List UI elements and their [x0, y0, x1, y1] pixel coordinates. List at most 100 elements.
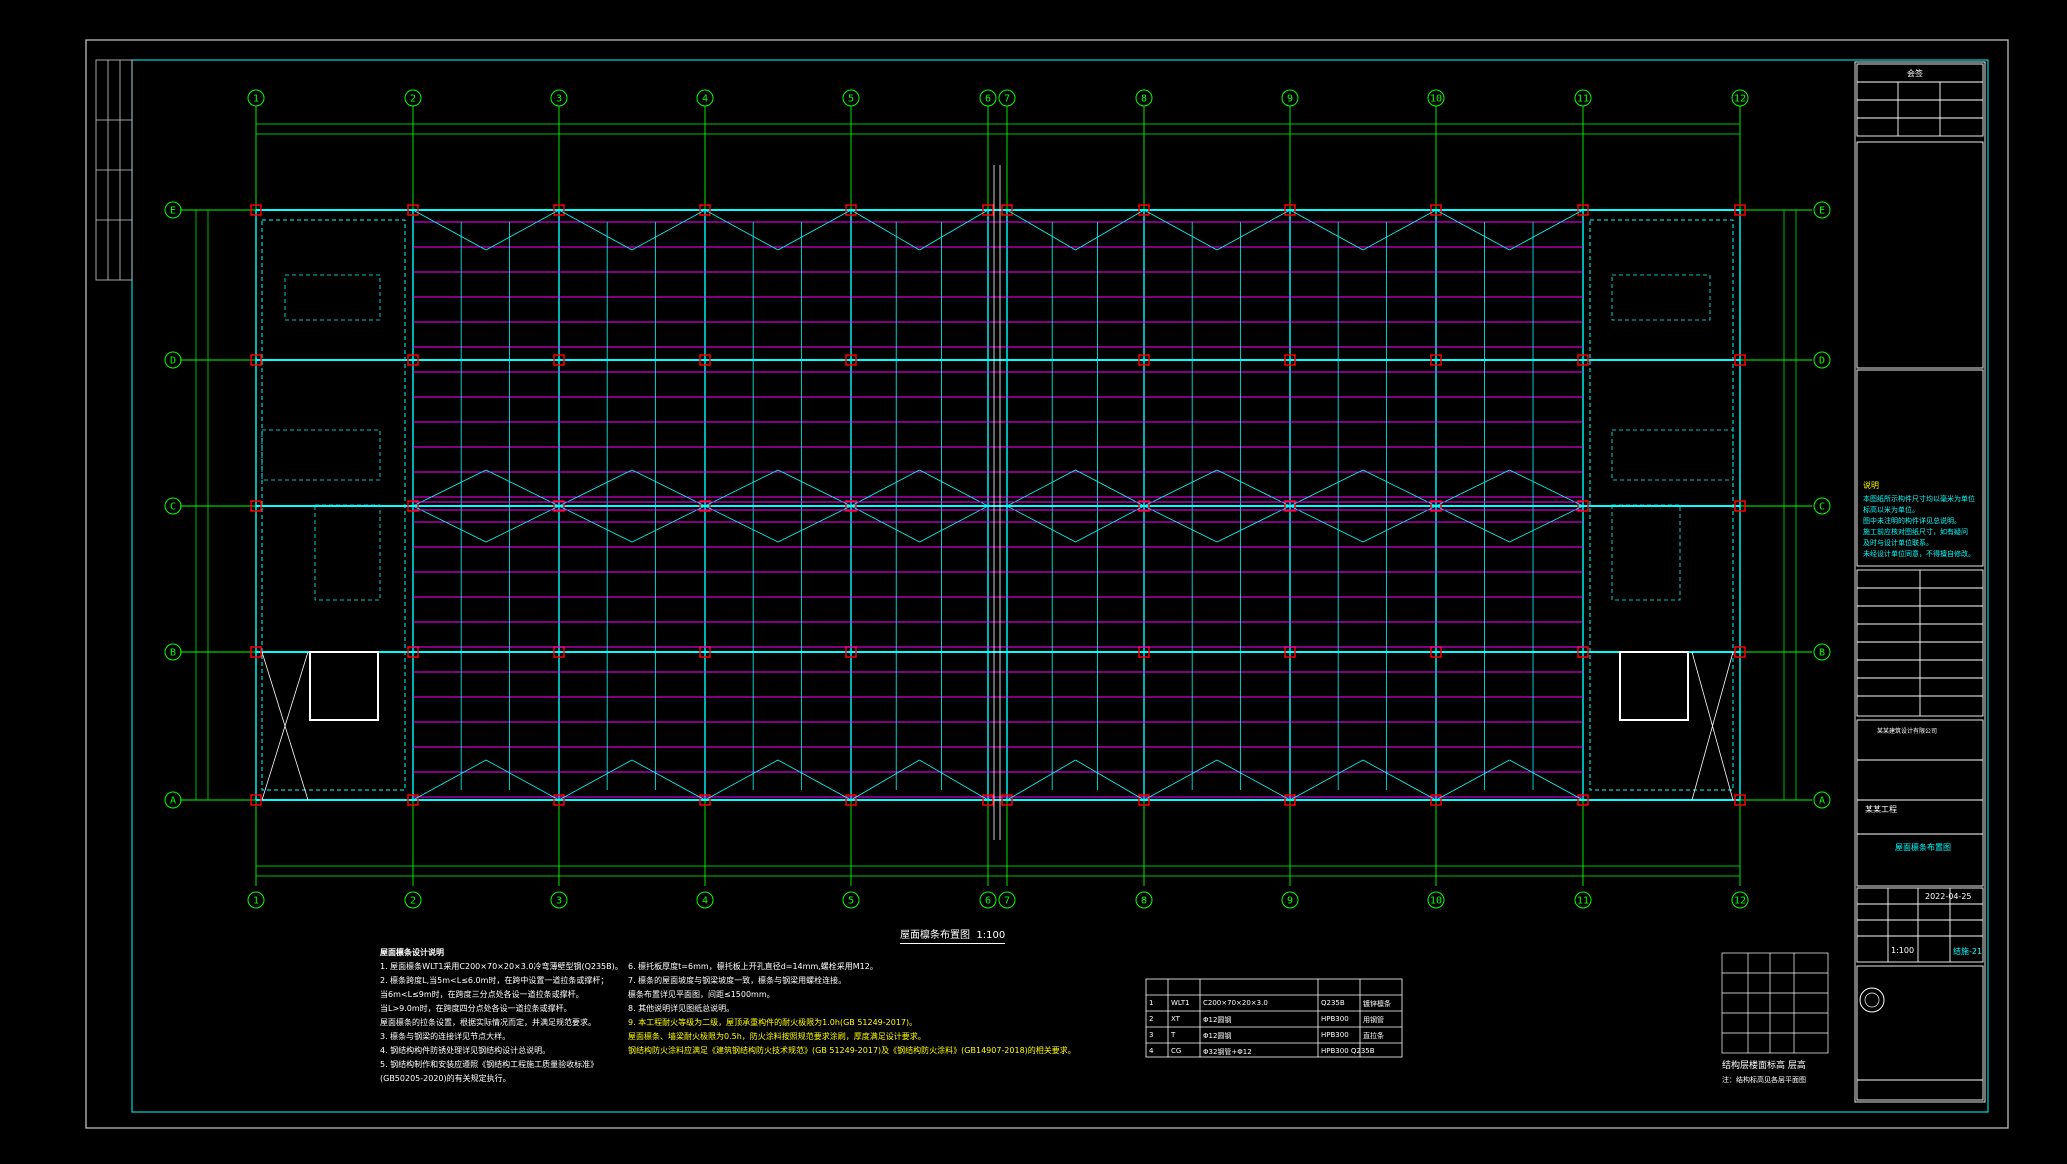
diagonal-tie [1216, 469, 1291, 507]
axis-label-col: 9 [1287, 94, 1293, 105]
diagonal-tie [1289, 759, 1364, 801]
note-line: 图中未注明的构件详见总说明。 [1863, 517, 1961, 525]
steel-column [845, 204, 857, 216]
diagonal-tie [485, 505, 560, 543]
diagonal-tie [631, 469, 706, 507]
axis-bubble-row [164, 791, 182, 809]
axis-bubble-row [164, 351, 182, 369]
note-line: 屋面檩条、墙梁耐火极限为0.5h，防火涂料按照规范要求涂刷，厚度满足设计要求。 [628, 1032, 926, 1041]
diagonal-tie [1435, 505, 1510, 543]
note-line: 标高以米为单位。 [1863, 506, 1919, 514]
title-block-notes: 本图纸所示构件尺寸均以毫米为单位标高以米为单位。图中未注明的构件详见总说明。施工… [1863, 494, 1981, 560]
axis-label-row: E [1819, 206, 1825, 217]
axis-bubble-col [1574, 89, 1592, 107]
diagonal-tie [1509, 469, 1584, 507]
steel-column [1734, 646, 1746, 658]
axis-bubble-col [404, 891, 422, 909]
diagonal-tie [558, 759, 633, 801]
steel-column [1577, 794, 1589, 806]
room-outline [1611, 274, 1711, 321]
bottom-right-caption: 结构层楼面标高 层高 注：结构标高见各层平面图 [1722, 1058, 1806, 1085]
diagonal-tie [1509, 209, 1584, 251]
axis-bubble-col [1281, 89, 1299, 107]
steel-column [1577, 500, 1589, 512]
bottom-right-subtitle: 注：结构标高见各层平面图 [1722, 1076, 1806, 1084]
axis-bubble-col [1574, 891, 1592, 909]
axis-label-col: 11 [1577, 896, 1589, 907]
diagonal-tie [1362, 209, 1437, 251]
axis-bubble-col [998, 891, 1016, 909]
diagonal-tie [558, 505, 633, 543]
title-block-project: 某某工程 [1865, 805, 1897, 814]
title-block-drawing-name: 屋面檩条布置图 [1895, 843, 1951, 852]
steel-column [1577, 354, 1589, 366]
notes-right-lines: 6. 檩托板厚度t=6mm，檩托板上开孔直径d=14mm,螺栓采用M12。7. … [628, 960, 1076, 1016]
axis-bubble-col [842, 89, 860, 107]
plan-scale: 1:100 [976, 930, 1006, 944]
steel-column [553, 204, 565, 216]
steel-column [407, 354, 419, 366]
steel-column [699, 204, 711, 216]
steel-column [982, 794, 994, 806]
legend-cell-no: 3 [1149, 1031, 1154, 1039]
steel-column [250, 500, 262, 512]
axis-bubble-col [1731, 891, 1749, 909]
steel-column [1001, 204, 1013, 216]
note-line: 4. 钢结构构件防锈处理详见钢结构设计总说明。 [380, 1046, 551, 1055]
axis-label-row: D [1819, 356, 1825, 367]
axis-label-col: 2 [410, 94, 416, 105]
diagonal-tie [919, 469, 989, 507]
diagonal-tie [412, 759, 487, 801]
axis-label-col: 3 [556, 94, 562, 105]
legend-cell-spec: Φ32钢管+Φ12 [1203, 1048, 1252, 1056]
bracing [1691, 651, 1734, 801]
diagonal-tie [704, 505, 779, 543]
axis-bubble-row [1813, 351, 1831, 369]
steel-column [699, 794, 711, 806]
axis-label-col: 6 [985, 896, 991, 907]
steel-column [250, 354, 262, 366]
axis-bubble-col [979, 89, 997, 107]
legend-cell-no: 4 [1149, 1047, 1154, 1055]
legend-cell-material: Q235B [1321, 999, 1345, 1007]
company-seal-inner-icon [1864, 992, 1880, 1008]
steel-column [845, 500, 857, 512]
axis-bubble-row [1813, 497, 1831, 515]
note-line: 当L>9.0m时，在跨度四分点处各设一道拉条或撑杆。 [380, 1004, 572, 1013]
title-block-header: 会签 [1907, 69, 1923, 78]
diagonal-tie [631, 505, 706, 543]
diagonal-tie [850, 209, 920, 251]
diagonal-tie [850, 505, 920, 543]
diagonal-tie [1289, 505, 1364, 543]
title-block-scale: 1:100 [1891, 946, 1915, 955]
note-line: 7. 檩条的屋面坡度与钢梁坡度一致，檩条与钢梁用螺栓连接。 [628, 976, 847, 985]
plan-title-text: 屋面檩条布置图 [900, 930, 970, 944]
note-line: 本图纸所示构件尺寸均以毫米为单位 [1863, 495, 1975, 503]
axis-bubble-col [1135, 89, 1153, 107]
structure-layer [250, 204, 1746, 806]
grid-layer [180, 106, 1812, 886]
steel-column [1138, 794, 1150, 806]
diagonal-tie [704, 469, 779, 507]
title-block-date: 2022-04-25 [1925, 892, 1972, 901]
elevation-table [1721, 952, 1829, 1054]
axis-label-col: 2 [410, 896, 416, 907]
diagonal-tie [1075, 505, 1145, 543]
steel-column [1138, 354, 1150, 366]
diagonal-tie [485, 469, 560, 507]
note-line: 檩条布置详见平面图，间距≤1500mm。 [628, 990, 775, 999]
steel-column [699, 354, 711, 366]
steel-column [1138, 500, 1150, 512]
axis-label-row: C [1819, 502, 1825, 513]
steel-column [1138, 204, 1150, 216]
diagonal-tie [704, 759, 779, 801]
side-room-outline [1589, 219, 1734, 791]
note-line: 3. 檩条与钢梁的连接详见节点大样。 [380, 1032, 511, 1041]
axis-label-row: C [170, 502, 176, 513]
axis-bubble-col [1281, 891, 1299, 909]
room-outline [1611, 429, 1734, 481]
room-outline [261, 429, 381, 481]
legend-cell-no: 2 [1149, 1015, 1154, 1023]
diagonal-tie [412, 209, 487, 251]
